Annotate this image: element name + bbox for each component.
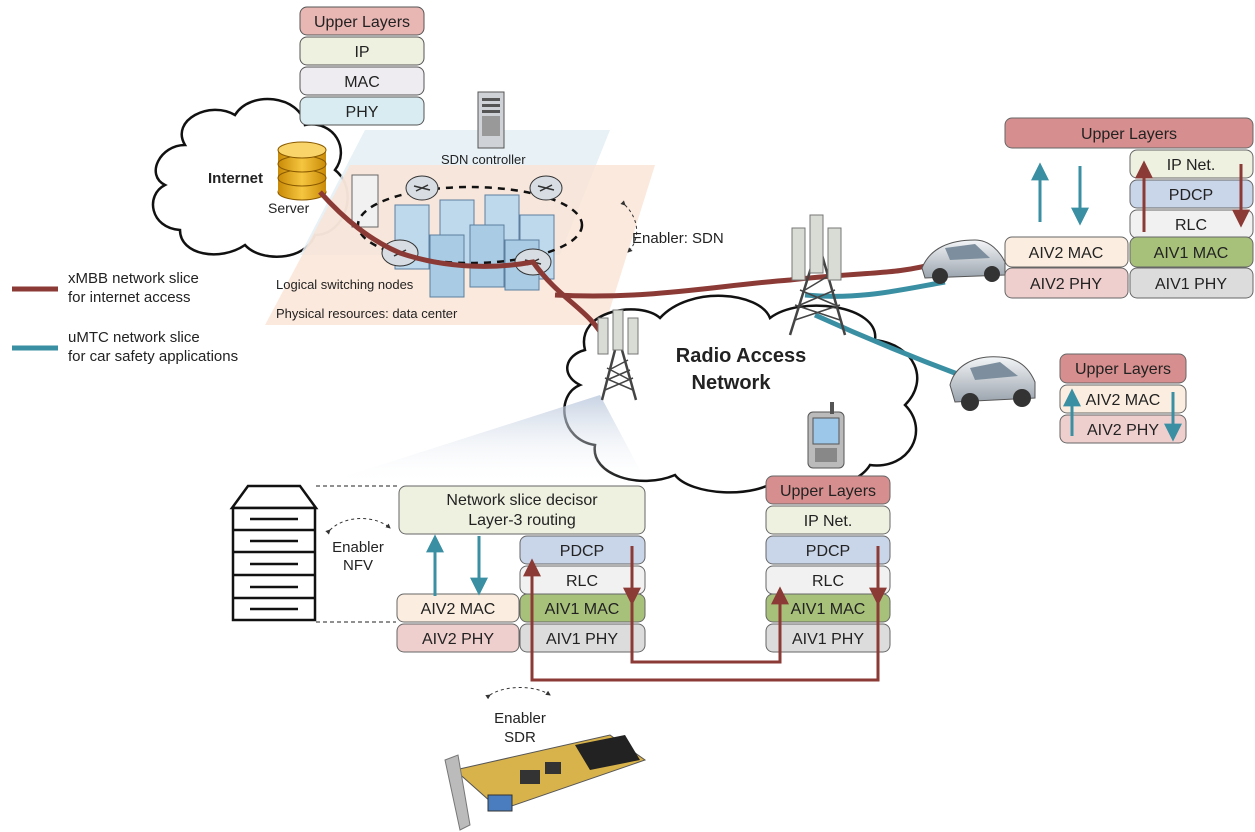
bs-to-phone-arrow — [630, 546, 789, 664]
phone-aiv1-phy: AIV1 PHY — [792, 631, 864, 648]
bs-aiv1-phy: AIV1 PHY — [546, 631, 618, 648]
car1-upper: Upper Layers — [1081, 126, 1177, 143]
phone-rlc: RLC — [812, 573, 844, 590]
bs-aiv2-mac: AIV2 MAC — [421, 601, 496, 618]
bs-aiv2-phy: AIV2 PHY — [422, 631, 494, 648]
enabler-sdr-line1: Enabler — [494, 710, 546, 727]
bs-rlc: RLC — [566, 573, 598, 590]
server-label: Server — [268, 200, 310, 216]
base-station-protocol-stack — [396, 485, 646, 653]
server-database-icon — [277, 141, 327, 201]
legend-xmbb-line1: xMBB network slice — [68, 270, 199, 287]
car-icon — [921, 239, 1006, 284]
bs-decisor-line1: Network slice decisor — [446, 492, 598, 509]
sdn-controller-label: SDN controller — [441, 152, 526, 167]
enabler-nfv-arrow — [325, 518, 391, 535]
car1-ipnet: IP Net. — [1167, 157, 1216, 174]
enabler-sdr-line2: SDR — [504, 729, 536, 746]
phone-pdcp: PDCP — [806, 543, 850, 560]
router-icon — [381, 175, 563, 276]
tower-icon — [788, 214, 847, 336]
car1-aiv1-mac: AIV1 MAC — [1154, 245, 1229, 262]
car2-upper: Upper Layers — [1075, 361, 1171, 378]
sdr-card-icon — [444, 734, 647, 831]
car1-aiv2-phy: AIV2 PHY — [1030, 276, 1102, 293]
switching-nodes-label: Logical switching nodes — [276, 277, 414, 292]
base-station-cone — [318, 395, 640, 485]
xmbb-path-car1 — [554, 259, 941, 299]
ran-label-line1: Radio Access — [676, 345, 806, 367]
server-stack-ip: IP — [354, 44, 369, 61]
enabler-nfv-line2: NFV — [343, 557, 373, 574]
car2-aiv2-mac: AIV2 MAC — [1086, 392, 1161, 409]
phone-ipnet: IP Net. — [804, 513, 853, 530]
sdn-controller-icon — [477, 91, 505, 149]
enabler-sdr-arrow — [485, 687, 551, 700]
datacenter-servers-icon — [351, 174, 555, 298]
phone-protocol-stack — [765, 475, 891, 653]
xmbb-path-datacenter — [318, 190, 608, 342]
server-rack-icon — [229, 484, 319, 622]
car1-rlc: RLC — [1175, 217, 1207, 234]
server-stack-upper: Upper Layers — [314, 14, 410, 31]
car1-aiv2-mac: AIV2 MAC — [1029, 245, 1104, 262]
enabler-sdn-arrow — [620, 200, 638, 253]
car1-pdcp: PDCP — [1169, 187, 1213, 204]
ran-label-line2: Network — [692, 372, 772, 394]
tower-icon — [597, 309, 639, 401]
phone-aiv1-mac: AIV1 MAC — [791, 601, 866, 618]
car2-protocol-stack — [1059, 353, 1187, 444]
enabler-sdn-label: Enabler: SDN — [632, 230, 724, 247]
car-icon — [949, 356, 1036, 411]
physical-resources-label: Physical resources: data center — [276, 306, 458, 321]
phone-to-bs-arrow — [523, 546, 880, 682]
enabler-nfv-line1: Enabler — [332, 539, 384, 556]
legend-xmbb-line2: for internet access — [68, 289, 191, 306]
car1-protocol-stack — [1004, 117, 1254, 299]
phone-upper: Upper Layers — [780, 483, 876, 500]
bs-aiv1-mac: AIV1 MAC — [545, 601, 620, 618]
umtc-path-car2 — [813, 312, 961, 378]
smartphone-icon — [807, 402, 845, 469]
car2-aiv2-phy: AIV2 PHY — [1087, 422, 1159, 439]
car1-aiv1-phy: AIV1 PHY — [1155, 276, 1227, 293]
server-stack-mac: MAC — [344, 74, 380, 91]
legend-umtc-line1: uMTC network slice — [68, 329, 200, 346]
bs-pdcp: PDCP — [560, 543, 604, 560]
legend-umtc-line2: for car safety applications — [68, 348, 238, 365]
server-protocol-stack — [299, 6, 425, 126]
bs-decisor-line2: Layer-3 routing — [468, 512, 576, 529]
internet-label: Internet — [208, 170, 263, 187]
umtc-path-car1 — [804, 279, 946, 299]
server-stack-phy: PHY — [346, 104, 379, 121]
legend — [12, 286, 58, 351]
